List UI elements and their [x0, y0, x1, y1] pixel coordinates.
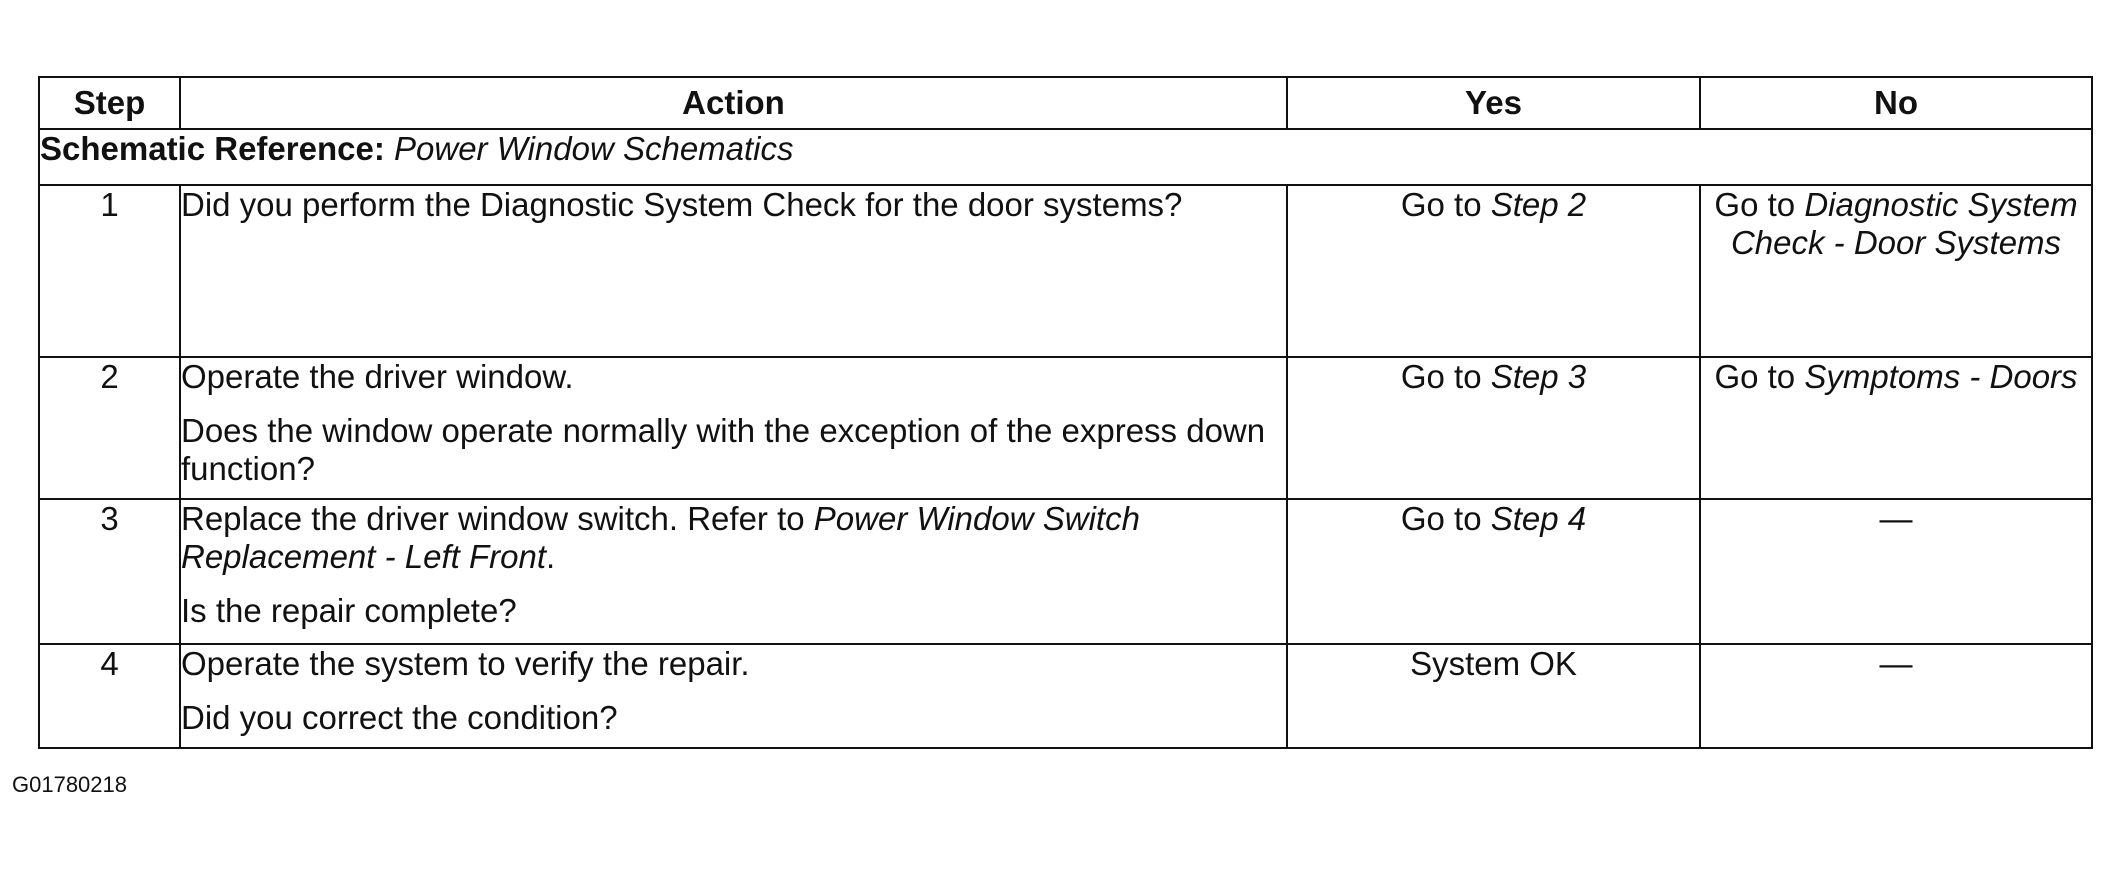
- action-cell: Operate the system to verify the repair.…: [179, 643, 1288, 749]
- header-no: No: [1699, 76, 2093, 130]
- action-text: Did you perform the Diagnostic System Ch…: [181, 186, 1183, 223]
- schematic-reference-cell: Schematic Reference: Power Window Schema…: [38, 128, 2093, 186]
- diagnostic-table: Step Action Yes No Schematic Reference: …: [38, 76, 2093, 749]
- header-row: Step Action Yes No: [38, 76, 2093, 130]
- schematic-reference-label: Schematic Reference:: [40, 130, 385, 167]
- yes-step-link[interactable]: Step 3: [1490, 358, 1587, 395]
- no-cell: Go to Symptoms - Doors: [1699, 356, 2093, 500]
- no-procedure-link[interactable]: Symptoms - Doors: [1804, 358, 2078, 395]
- action-text: Operate the driver window.: [181, 358, 574, 395]
- no-cell: —: [1699, 498, 2093, 645]
- no-prefix: Go to: [1714, 186, 1805, 223]
- yes-prefix: Go to: [1400, 358, 1491, 395]
- action-question: Did you correct the condition?: [181, 699, 618, 736]
- yes-cell: System OK: [1286, 643, 1701, 749]
- header-step: Step: [38, 76, 181, 130]
- yes-step-link[interactable]: Step 4: [1490, 500, 1587, 537]
- yes-step-link[interactable]: Step 2: [1490, 186, 1587, 223]
- yes-cell: Go to Step 3: [1286, 356, 1701, 500]
- schematic-reference-link[interactable]: Power Window Schematics: [394, 130, 794, 167]
- yes-cell: Go to Step 4: [1286, 498, 1701, 645]
- no-prefix: Go to: [1714, 358, 1805, 395]
- action-text: Operate the system to verify the repair.: [181, 645, 750, 682]
- figure-id: G01780218: [12, 772, 127, 797]
- action-text: Replace the driver window switch. Refer …: [181, 500, 1286, 576]
- action-cell: Did you perform the Diagnostic System Ch…: [179, 184, 1288, 358]
- table-row: 2 Operate the driver window. Does the wi…: [38, 356, 2093, 500]
- step-number: 4: [38, 643, 181, 749]
- yes-prefix: Go to: [1400, 500, 1491, 537]
- yes-cell: Go to Step 2: [1286, 184, 1701, 358]
- action-end: .: [546, 538, 556, 575]
- action-intro: Replace the driver window switch. Refer …: [181, 500, 814, 537]
- header-action: Action: [179, 76, 1288, 130]
- header-yes: Yes: [1286, 76, 1701, 130]
- step-number: 3: [38, 498, 181, 645]
- no-cell: —: [1699, 643, 2093, 749]
- step-number: 1: [38, 184, 181, 358]
- table-row: 1 Did you perform the Diagnostic System …: [38, 184, 2093, 358]
- table-row: 4 Operate the system to verify the repai…: [38, 643, 2093, 749]
- action-question: Does the window operate normally with th…: [181, 412, 1266, 487]
- no-cell: Go to Diagnostic System Check - Door Sys…: [1699, 184, 2093, 358]
- schematic-reference-row: Schematic Reference: Power Window Schema…: [38, 128, 2093, 186]
- action-procedure-link[interactable]: Power Window Switch Replacement - Left F…: [181, 500, 1140, 575]
- no-procedure-link[interactable]: Diagnostic System Check - Door Systems: [1730, 186, 2078, 261]
- step-number: 2: [38, 356, 181, 500]
- action-question: Is the repair complete?: [181, 592, 517, 629]
- yes-prefix: Go to: [1400, 186, 1491, 223]
- table-row: 3 Replace the driver window switch. Refe…: [38, 498, 2093, 645]
- action-cell: Operate the driver window. Does the wind…: [179, 356, 1288, 500]
- action-cell: Replace the driver window switch. Refer …: [179, 498, 1288, 645]
